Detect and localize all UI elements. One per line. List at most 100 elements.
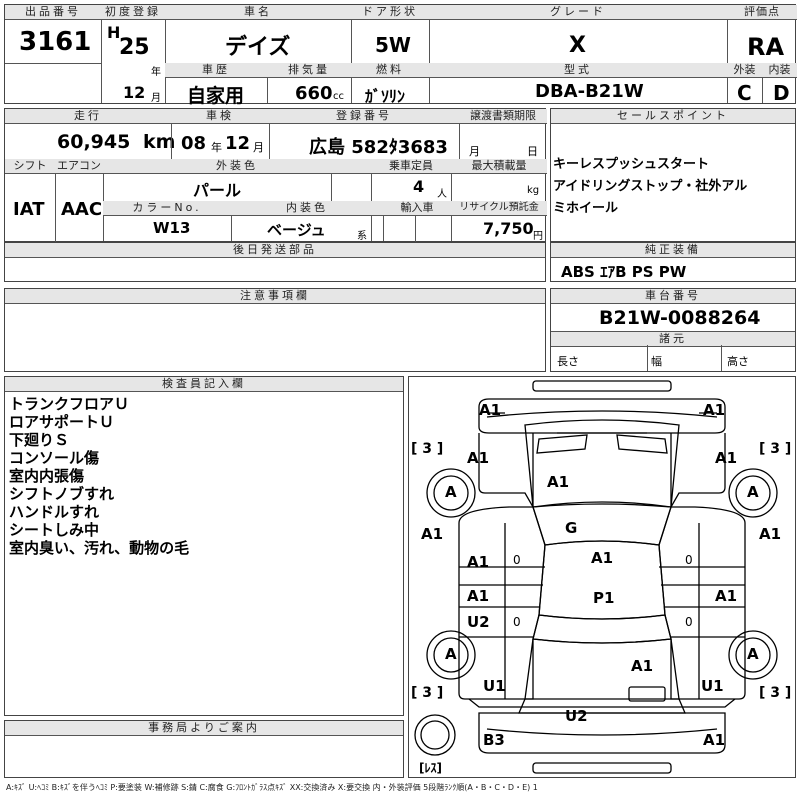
later-parts-block: 後日発送部品 (4, 242, 546, 282)
mark-hood: A1 (547, 473, 570, 491)
mark-door-rl: A1 (467, 587, 490, 605)
inspector-note: シフトノブすれ (9, 485, 115, 503)
exterior-label: 外装 (727, 63, 762, 78)
mark-rocker-left: U2 (467, 613, 490, 631)
mark-tread-rl: [ 3 ] (411, 685, 444, 701)
shift-label: シフト (5, 159, 55, 174)
inspection-year-unit: 年 (211, 141, 222, 154)
specs-label: 諸元 (551, 331, 795, 347)
chassis-label: 車台番号 (551, 289, 795, 304)
shift-value: IAT (13, 199, 45, 220)
door-label: ドア形状 (351, 5, 429, 20)
mark-tread-fl: [ 3 ] (411, 441, 444, 457)
inspection-label: 車検 (171, 109, 269, 124)
era-mark: H (107, 23, 121, 42)
mark-fender-fr: A1 (715, 449, 738, 467)
interior-color-label: 内装色 (231, 201, 383, 216)
transfer-month: 月 (469, 145, 480, 158)
width-label: 幅 (651, 355, 662, 368)
mark-door-fr-zero: 0 (685, 553, 693, 567)
caution-label: 注意事項欄 (5, 289, 545, 304)
damage-diagram: A1 A1 [ 3 ] [ 3 ] A1 A1 A A A1 G A1 A1 A… (408, 376, 796, 778)
mark-roof: A1 (591, 549, 614, 567)
car-name: デイズ (225, 35, 291, 60)
color-no-value: W13 (153, 219, 191, 237)
interior-color-unit: 系 (357, 231, 367, 242)
inspection-year: 08 (181, 133, 207, 154)
height-label: 高さ (727, 355, 749, 368)
sales-point-line: キーレスプッシュスタート (553, 157, 710, 172)
capacity-unit: 人 (437, 189, 447, 200)
equipment-block: 純正装備 ABS ｴｱB PS PW (550, 242, 796, 282)
mark-door-fl: A1 (467, 553, 490, 571)
year-unit: 年 (151, 67, 161, 78)
fuel-label: 燃料 (351, 63, 429, 78)
mark-front-bumper-left: A1 (479, 401, 502, 419)
mileage-unit: km (143, 131, 176, 153)
capacity-label: 乗車定員 (371, 159, 451, 174)
length-label: 長さ (557, 355, 579, 368)
ac-value: AAC (61, 199, 103, 220)
displacement-label: 排気量 (267, 63, 351, 78)
score-label: 評価点 (727, 5, 797, 20)
import-label: 輸入車 (383, 201, 451, 216)
equipment-value: ABS ｴｱB PS PW (561, 263, 687, 281)
later-parts-label: 後日発送部品 (5, 243, 545, 258)
lot-number: 3161 (19, 27, 92, 57)
transfer-day: 日 (527, 145, 538, 158)
inspector-note: 下廻りＳ (9, 431, 70, 449)
mark-fender-fl: A1 (467, 449, 490, 467)
mark-tread-rr: [ 3 ] (759, 685, 792, 701)
inspection-month: 12 (225, 133, 251, 154)
first-reg-label: 初度登録 (101, 5, 165, 20)
displacement-value: 660 (295, 83, 333, 104)
mark-pillar-right: A1 (759, 525, 782, 543)
load-unit: kg (527, 185, 540, 196)
inspector-note: 室内内張傷 (9, 467, 85, 485)
inspector-note: コンソール傷 (9, 449, 100, 467)
inspector-note: トランクフロアＵ (9, 395, 130, 413)
capacity-value: 4 (413, 177, 425, 196)
interior-color-value: ベージュ (267, 221, 326, 239)
sales-points-block: セールスポイント キーレスプッシュスタート アイドリングストップ・社外アル ミホ… (550, 108, 796, 242)
inspector-note: 室内臭い、汚れ、動物の毛 (9, 539, 190, 557)
mark-quarter-right: U1 (701, 677, 724, 695)
mark-rocker-right-zero: 0 (685, 615, 693, 629)
load-label: 最大積載量 (451, 159, 547, 174)
mark-wheel-fr: A (747, 483, 759, 501)
mileage-label: 走行 (5, 109, 171, 124)
interior-grade: D (773, 81, 790, 105)
ac-label: エアコン (55, 159, 103, 174)
plate-label: 登録番号 (269, 109, 459, 124)
mark-rocker-left-zero: 0 (513, 615, 521, 629)
recycle-value: 7,750 (483, 219, 534, 238)
legend-text: A:ｷｽﾞ U:ﾍｺﾐ B:ｷｽﾞを伴うﾍｺﾐ P:要塗装 W:補修跡 S:錆 … (6, 783, 538, 792)
mark-trunk: A1 (631, 657, 654, 675)
exterior-grade: C (737, 81, 752, 105)
inspection-month-unit: 月 (253, 141, 264, 154)
grade-label: グレード (429, 5, 727, 20)
inspector-note: ロアサポートＵ (9, 413, 115, 431)
history-value: 自家用 (187, 85, 245, 107)
mark-wheel-fl: A (445, 483, 457, 501)
first-reg-year: 25 (119, 35, 150, 60)
mark-door-fl-zero: 0 (513, 553, 521, 567)
model-value: DBA-B21W (535, 81, 644, 102)
office-label: 事務局よりご案内 (5, 721, 403, 736)
inspector-note: ハンドルすれ (9, 503, 100, 521)
mark-pillar-left: A1 (421, 525, 444, 543)
transfer-label: 譲渡書類期限 (459, 109, 547, 124)
top-info-block: 出品番号 3161 初度登録 H 25 年 車名 デイズ ドア形状 5W グレー… (4, 4, 797, 107)
sales-points-label: セールスポイント (551, 109, 795, 124)
lot-label: 出品番号 (5, 5, 101, 20)
office-block: 事務局よりご案内 (4, 720, 404, 778)
mark-rear-bumper-left: B3 (483, 731, 505, 749)
chassis-number: B21W-0088264 (599, 307, 761, 329)
equipment-label: 純正装備 (551, 243, 795, 258)
chassis-block: 車台番号 B21W-0088264 諸元 長さ 幅 高さ (550, 288, 796, 372)
sales-point-line: アイドリングストップ・社外アル (553, 179, 748, 194)
spare-tire-label: [ﾚｽ] (419, 761, 442, 775)
mark-roof-panel: P1 (593, 589, 615, 607)
mileage-value: 60,945 (57, 131, 131, 153)
mark-front-bumper-right: A1 (703, 401, 726, 419)
